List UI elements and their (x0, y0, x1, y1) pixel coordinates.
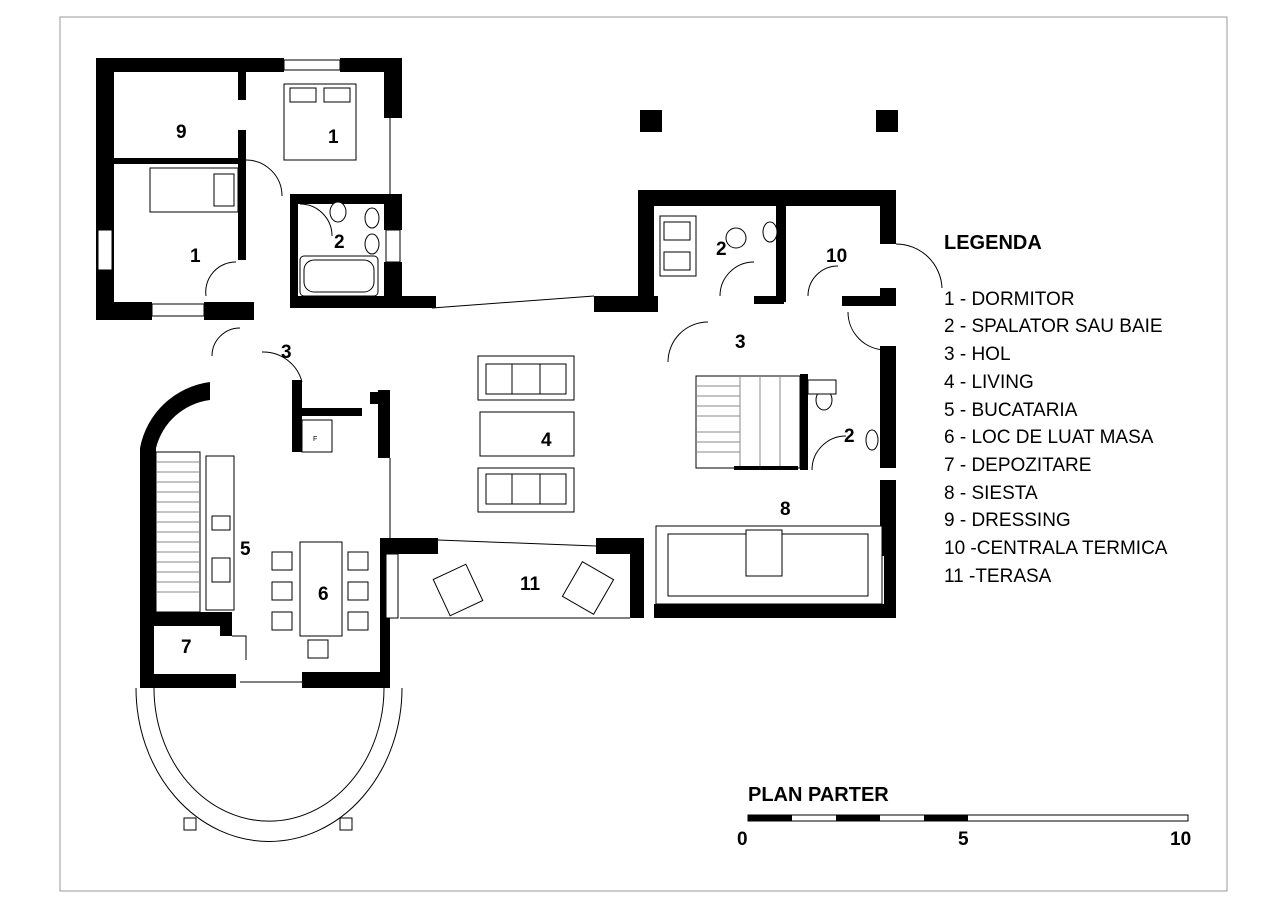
legend-item: 4 - LIVING (944, 372, 1034, 393)
legend-item: 2 - SPALATOR SAU BAIE (944, 316, 1163, 337)
room-label-9: 9 (176, 122, 187, 143)
room-label-6: 6 (318, 584, 329, 605)
kitchen-dining-block (135, 382, 403, 842)
legend-item: 7 - DEPOZITARE (944, 455, 1091, 476)
scale-segment (836, 815, 880, 821)
scale-label-5: 5 (958, 829, 969, 850)
legend-item: 10 -CENTRALA TERMICA (944, 538, 1168, 559)
svg-text:F: F (313, 436, 317, 443)
pillar-right (876, 110, 898, 132)
room-label-2: 2 (844, 426, 855, 447)
room-label-10: 10 (826, 246, 847, 267)
legend-item: 3 - HOL (944, 344, 1011, 365)
scale-segment (748, 815, 792, 821)
terrace-furniture (385, 553, 615, 619)
living-furniture (477, 355, 575, 513)
legend-item: 11 -TERASA (944, 566, 1052, 587)
legend-item: 8 - SIESTA (944, 483, 1038, 504)
hall-walls: F (211, 295, 644, 619)
plan-title: PLAN PARTER (748, 784, 889, 806)
drawing-frame (59, 16, 1228, 892)
legend-item: 9 - DRESSING (944, 510, 1071, 531)
legend-item: 6 - LOC DE LUAT MASA (944, 427, 1154, 448)
room-label-1: 1 (190, 246, 201, 267)
room-label-3: 3 (281, 342, 292, 363)
room-label-2: 2 (334, 232, 345, 253)
room-labels: 9 1 1 2 3 4 5 6 7 11 2 10 3 2 8 (176, 122, 855, 658)
legend: LEGENDA 1 - DORMITOR 2 - SPALATOR SAU BA… (944, 232, 1168, 587)
bedroom-block (96, 58, 436, 320)
scale-label-10: 10 (1170, 829, 1191, 850)
scale-bar: PLAN PARTER 0 5 10 (737, 784, 1191, 850)
room-label-4: 4 (541, 430, 552, 451)
legend-item: 1 - DORMITOR (944, 289, 1075, 310)
scale-segment (924, 815, 968, 821)
right-block (594, 190, 943, 618)
room-label-5: 5 (240, 539, 251, 560)
legend-item: 5 - BUCATARIA (944, 400, 1078, 421)
room-label-2: 2 (716, 239, 727, 260)
room-label-8: 8 (780, 499, 791, 520)
pillar-left (640, 110, 662, 132)
scale-label-0: 0 (737, 829, 748, 850)
room-label-11: 11 (520, 574, 541, 595)
room-label-3: 3 (735, 332, 746, 353)
legend-title: LEGENDA (944, 232, 1042, 254)
room-label-1: 1 (328, 127, 339, 148)
room-label-7: 7 (181, 637, 192, 658)
